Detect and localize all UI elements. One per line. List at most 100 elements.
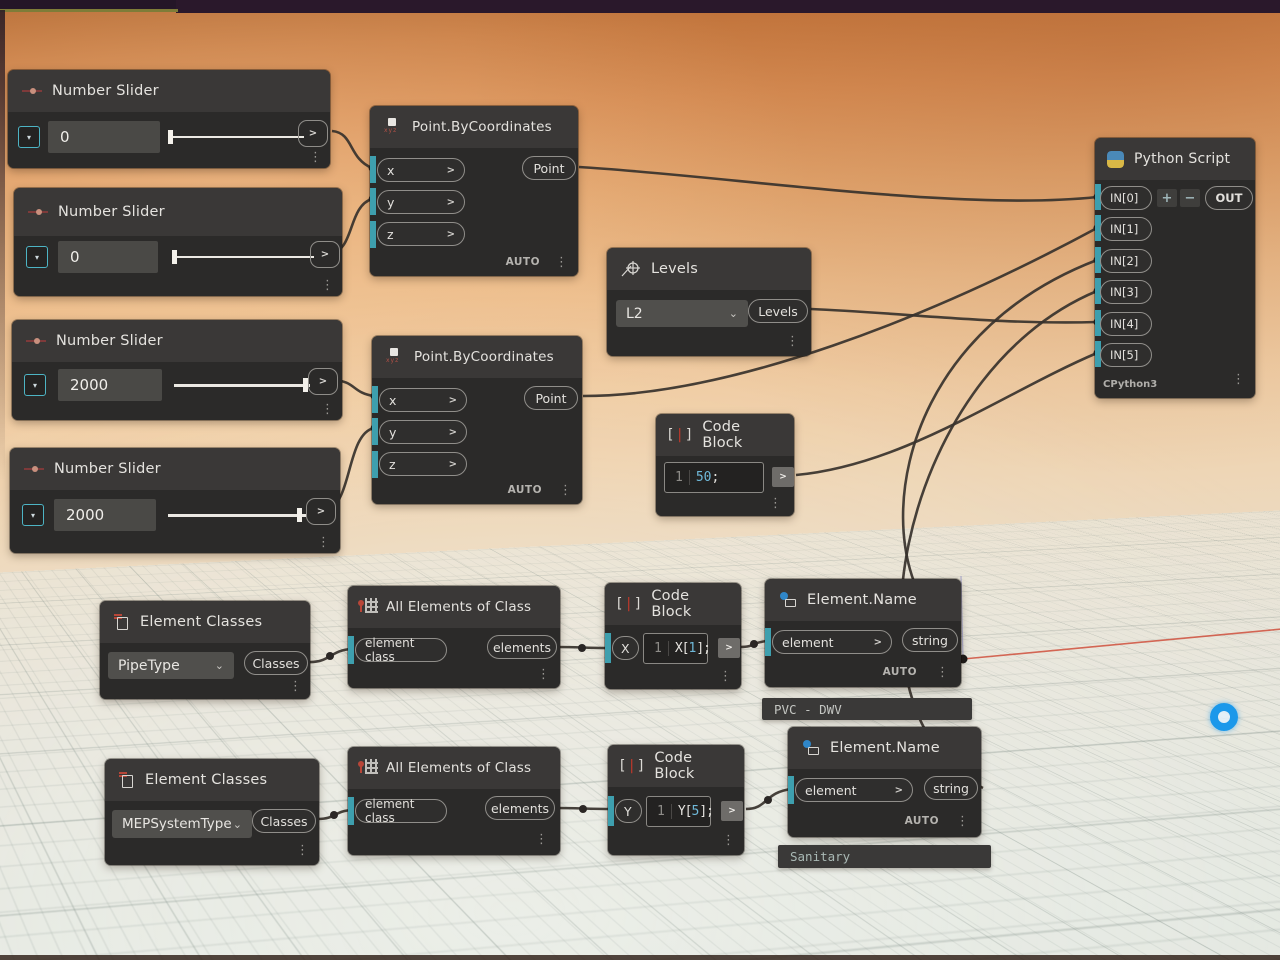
slider-value-input[interactable]: 2000	[54, 499, 156, 531]
input-port-z[interactable]: z>	[379, 452, 467, 476]
input-port-in2[interactable]: IN[2]	[1100, 249, 1152, 273]
input-port-element-class[interactable]: element class	[355, 636, 447, 664]
level-select[interactable]: L2⌄	[616, 300, 748, 327]
output-port-elements[interactable]: elements	[487, 635, 557, 659]
node-element-name-2[interactable]: Element.Name element> string AUTO ⋮	[788, 727, 981, 837]
node-element-classes-2[interactable]: Element Classes MEPSystemType⌄ Classes ⋮	[105, 759, 319, 865]
node-header[interactable]: Number Slider	[14, 188, 342, 236]
node-header[interactable]: Element.Name	[788, 727, 981, 769]
output-port-levels[interactable]: Levels	[748, 299, 808, 323]
node-all-elements-of-class-1[interactable]: All Elements of Class element class elem…	[348, 586, 560, 688]
node-menu[interactable]: ⋮	[535, 832, 548, 847]
input-port-in4[interactable]: IN[4]	[1100, 312, 1152, 336]
engine-label[interactable]: CPython3	[1103, 379, 1158, 390]
node-number-slider-1[interactable]: Number Slider ▾ 0 > ⋮	[8, 70, 330, 168]
output-port[interactable]: >	[310, 241, 340, 268]
lacing-label[interactable]: AUTO	[882, 666, 917, 678]
input-port-in3[interactable]: IN[3]	[1100, 280, 1152, 304]
slider-track[interactable]	[172, 250, 314, 264]
lacing-label[interactable]: AUTO	[904, 815, 939, 827]
node-header[interactable]: Element Classes	[105, 759, 319, 801]
preview-bubble-pipe-type[interactable]: PVC - DWV	[762, 698, 972, 720]
node-header[interactable]: All Elements of Class	[348, 586, 560, 628]
output-port-point[interactable]: Point	[522, 156, 576, 180]
node-number-slider-4[interactable]: Number Slider ▾ 2000 > ⋮	[10, 448, 340, 553]
node-code-block-1[interactable]: [|] Code Block 1 50; > ⋮	[656, 414, 794, 516]
input-port-element[interactable]: element>	[795, 778, 913, 802]
node-menu[interactable]: ⋮	[769, 496, 782, 511]
node-number-slider-3[interactable]: Number Slider ▾ 2000 > ⋮	[12, 320, 342, 420]
output-port-classes[interactable]: Classes	[244, 651, 308, 675]
node-header[interactable]: [|] Code Block	[608, 745, 744, 787]
slider-track[interactable]	[168, 508, 306, 522]
node-menu[interactable]: ⋮	[956, 814, 969, 829]
node-code-block-3[interactable]: [|] Code Block Y 1 Y[5]; > ⋮	[608, 745, 744, 855]
node-menu[interactable]: ⋮	[936, 665, 949, 680]
output-port[interactable]: >	[721, 801, 743, 821]
code-editor[interactable]: 1 X[1];	[643, 633, 711, 664]
node-menu[interactable]: ⋮	[537, 667, 550, 682]
output-port[interactable]: >	[306, 498, 336, 525]
output-port[interactable]: >	[298, 120, 328, 147]
node-header[interactable]: Number Slider	[8, 70, 330, 112]
node-header[interactable]: xyz Point.ByCoordinates	[372, 336, 582, 378]
slider-expand-button[interactable]: ▾	[22, 504, 44, 526]
node-header[interactable]: Element Classes	[100, 601, 310, 643]
node-header[interactable]: Number Slider	[12, 320, 342, 362]
slider-track[interactable]	[174, 378, 310, 392]
add-input-button[interactable]: +	[1157, 189, 1177, 207]
output-port-out[interactable]: OUT	[1205, 186, 1253, 210]
node-header[interactable]: All Elements of Class	[348, 747, 560, 789]
output-port-string[interactable]: string	[924, 776, 978, 800]
input-port-in0[interactable]: IN[0]	[1100, 186, 1152, 210]
node-menu[interactable]: ⋮	[722, 833, 735, 848]
node-menu[interactable]: ⋮	[1232, 372, 1245, 387]
output-port-string[interactable]: string	[902, 628, 958, 652]
node-header[interactable]: xyz Point.ByCoordinates	[370, 106, 578, 148]
node-element-classes-1[interactable]: Element Classes PipeType⌄ Classes ⋮	[100, 601, 310, 699]
output-port-point[interactable]: Point	[524, 386, 578, 410]
input-port-in5[interactable]: IN[5]	[1100, 343, 1152, 367]
node-number-slider-2[interactable]: Number Slider ▾ 0 > ⋮	[14, 188, 342, 296]
node-menu[interactable]: ⋮	[289, 679, 302, 694]
input-port-x[interactable]: x>	[377, 158, 465, 182]
node-python-script[interactable]: Python Script IN[0] IN[1] IN[2] IN[3] IN…	[1095, 138, 1255, 398]
node-menu[interactable]: ⋮	[555, 255, 568, 270]
input-port-y[interactable]: y>	[377, 190, 465, 214]
input-port-y[interactable]: y>	[379, 420, 467, 444]
slider-value-input[interactable]: 2000	[58, 369, 162, 401]
node-menu[interactable]: ⋮	[321, 278, 334, 293]
slider-expand-button[interactable]: ▾	[26, 246, 48, 268]
input-port-element-class[interactable]: element class	[355, 797, 447, 825]
node-element-name-1[interactable]: Element.Name element> string AUTO ⋮	[765, 579, 961, 687]
node-menu[interactable]: ⋮	[321, 402, 334, 417]
slider-handle[interactable]	[168, 130, 173, 144]
node-menu[interactable]: ⋮	[309, 150, 322, 165]
node-menu[interactable]: ⋮	[719, 669, 732, 684]
input-port-z[interactable]: z>	[377, 222, 465, 246]
slider-expand-button[interactable]: ▾	[18, 126, 40, 148]
slider-track[interactable]	[168, 130, 304, 144]
node-all-elements-of-class-2[interactable]: All Elements of Class element class elem…	[348, 747, 560, 855]
output-port[interactable]: >	[772, 467, 794, 487]
node-header[interactable]: Levels	[607, 248, 811, 290]
node-levels[interactable]: Levels L2⌄ Levels ⋮	[607, 248, 811, 356]
remove-input-button[interactable]: −	[1180, 189, 1200, 207]
input-port-x[interactable]: X	[612, 636, 639, 660]
slider-value-input[interactable]: 0	[58, 241, 158, 273]
slider-handle[interactable]	[303, 378, 308, 392]
node-menu[interactable]: ⋮	[786, 334, 799, 349]
lacing-label[interactable]: AUTO	[507, 484, 542, 496]
slider-value-input[interactable]: 0	[48, 121, 160, 153]
node-header[interactable]: [|] Code Block	[605, 583, 741, 625]
output-port[interactable]: >	[718, 638, 740, 658]
input-port-y[interactable]: Y	[615, 799, 642, 823]
slider-handle[interactable]	[172, 250, 177, 264]
code-editor[interactable]: 1 50;	[664, 462, 764, 493]
output-port[interactable]: >	[308, 368, 338, 395]
node-header[interactable]: Element.Name	[765, 579, 961, 621]
node-menu[interactable]: ⋮	[317, 535, 330, 550]
node-menu[interactable]: ⋮	[296, 843, 309, 858]
node-header[interactable]: Number Slider	[10, 448, 340, 490]
